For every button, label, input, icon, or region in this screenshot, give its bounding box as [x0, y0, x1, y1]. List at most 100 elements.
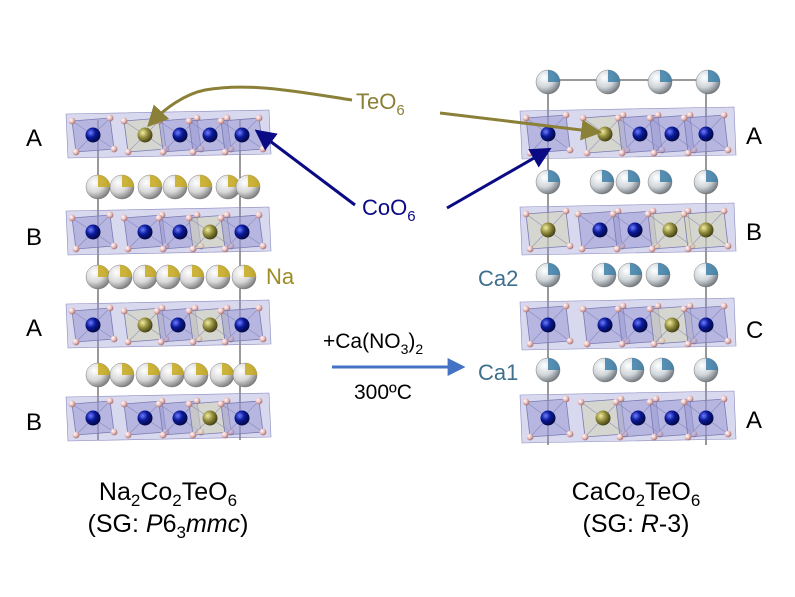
oxygen-atom	[617, 395, 625, 403]
oxygen-atom	[526, 149, 534, 157]
oxygen-atom	[217, 214, 225, 222]
oxygen-atom	[680, 398, 688, 406]
right-formula: CaCo2TeO6	[572, 478, 701, 510]
oxygen-atom	[526, 245, 534, 253]
ca-atom-cap	[602, 170, 614, 182]
na-atom-cap	[120, 265, 132, 277]
oxygen-atom	[193, 114, 201, 122]
oxygen-atom	[724, 337, 732, 345]
oxygen-atom	[255, 211, 263, 219]
oxygen-atom	[124, 338, 132, 346]
co-atom	[234, 317, 250, 333]
oxygen-atom	[255, 397, 263, 405]
ca2-atom-label: Ca2	[478, 266, 518, 291]
oxygen-atom	[724, 146, 732, 154]
oxygen-atom	[680, 114, 688, 122]
oxygen-atom	[650, 433, 658, 441]
oxygen-atom	[110, 145, 118, 153]
oxygen-atom	[562, 111, 570, 119]
ca-atom-cap	[608, 70, 620, 82]
co-atom	[698, 410, 714, 426]
oxygen-atom	[646, 114, 654, 122]
ca-atom-cap	[706, 263, 718, 275]
oxygen-atom	[110, 335, 118, 343]
ca-atom-cap	[662, 358, 674, 370]
ca-atom-cap	[706, 170, 718, 182]
ca-atom-cap	[628, 170, 640, 182]
oxygen-atom	[120, 214, 128, 222]
teo6-pointer-arrow-right	[439, 111, 603, 141]
oxygen-atom	[159, 245, 167, 253]
co-atom	[234, 224, 250, 240]
ca-atom-cap	[548, 170, 560, 182]
oxygen-atom	[720, 111, 728, 119]
oxygen-atom	[223, 114, 231, 122]
oxygen-atom	[259, 428, 267, 436]
oxygen-atom	[720, 395, 728, 403]
oxygen-atom	[221, 245, 229, 253]
ca-atom-cap	[548, 263, 560, 275]
oxygen-atom	[110, 428, 118, 436]
co-atom	[85, 127, 101, 143]
oxygen-atom	[680, 305, 688, 313]
te-atom	[698, 222, 714, 238]
oxygen-atom	[106, 114, 114, 122]
co-atom	[632, 126, 648, 142]
left-space-group: (SG: P63mmc)	[88, 510, 249, 542]
oxygen-atom	[120, 400, 128, 408]
na-atom-cap	[175, 175, 187, 187]
oxygen-atom	[72, 338, 80, 346]
te-atom	[664, 317, 680, 333]
na-atom-cap	[192, 265, 204, 277]
oxygen-atom	[562, 395, 570, 403]
na-atom-cap	[98, 265, 110, 277]
oxygen-atom	[68, 307, 76, 315]
oxygen-atom	[654, 111, 662, 119]
co-atom	[540, 317, 556, 333]
co-atom	[698, 126, 714, 142]
oxygen-atom	[217, 117, 225, 125]
oxygen-atom	[522, 398, 530, 406]
caco2teo6-crystal-structure	[519, 69, 737, 445]
na-atom-cap	[98, 175, 110, 187]
co-atom	[234, 127, 250, 143]
oxygen-atom	[609, 210, 617, 218]
oxygen-atom	[574, 210, 582, 218]
na-atom-cap	[145, 265, 157, 277]
oxygen-atom	[577, 398, 585, 406]
oxygen-atom	[619, 302, 627, 310]
oxygen-atom	[185, 400, 193, 408]
ca-atom-cap	[604, 263, 616, 275]
oxygen-atom	[522, 114, 530, 122]
oxygen-atom	[221, 148, 229, 156]
te-atom	[202, 317, 218, 333]
oxygen-atom	[124, 148, 132, 156]
oxygen-atom	[684, 245, 692, 253]
oxygen-atom	[259, 335, 267, 343]
oxygen-atom	[526, 340, 534, 348]
te-atom	[202, 224, 218, 240]
oxygen-atom	[221, 431, 229, 439]
right-layer-label: C	[746, 317, 763, 344]
oxygen-atom	[193, 211, 201, 219]
oxygen-atom	[155, 400, 163, 408]
te-atom	[202, 410, 218, 426]
oxygen-atom	[680, 210, 688, 218]
co-atom	[698, 317, 714, 333]
oxygen-atom	[522, 305, 530, 313]
oxygen-atom	[652, 395, 660, 403]
co-atom	[172, 127, 188, 143]
oxygen-atom	[618, 149, 626, 157]
oxygen-atom	[217, 307, 225, 315]
right-space-group: (SG: R-3)	[583, 510, 690, 538]
teo6-pointer-arrow-left	[147, 85, 353, 128]
oxygen-atom	[223, 304, 231, 312]
oxygen-atom	[189, 148, 197, 156]
na-atom-cap	[245, 363, 257, 375]
te-atom	[597, 126, 613, 142]
oxygen-atom	[578, 245, 586, 253]
te-atom	[595, 410, 611, 426]
oxygen-atom	[68, 214, 76, 222]
na-atom-cap	[172, 363, 184, 375]
oxygen-atom	[579, 114, 587, 122]
